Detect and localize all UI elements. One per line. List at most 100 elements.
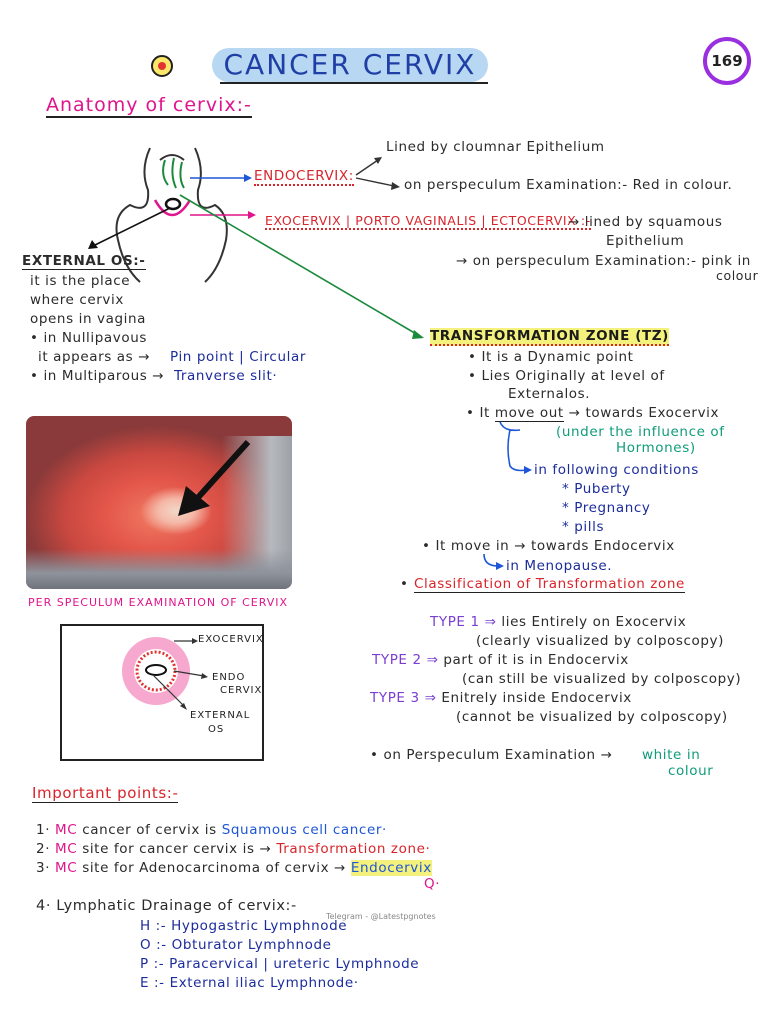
endocervix-note-exam: on perspeculum Examination:- Red in colo… (404, 177, 733, 193)
point-text: cancer of cervix is (82, 822, 217, 838)
tz-menopause: in Menopause. (506, 558, 613, 574)
exocervix-label: EXOCERVIX | PORTO VAGINALIS | ECTOCERVIX… (265, 213, 591, 230)
multiparous-line: • in Multiparous → (30, 368, 165, 384)
tz-type-text: part of it is in Endocervix (443, 652, 629, 668)
point-answer: Transformation zone· (276, 841, 431, 857)
tz-move-out: move out (494, 405, 564, 422)
tz-it: • It (466, 405, 490, 421)
lymph-value: Hypogastric Lymphnode (171, 918, 348, 934)
point-number: 1· (36, 822, 51, 838)
important-point: 2· MC site for cancer cervix is → Transf… (36, 841, 430, 857)
black-arrow-icon (178, 439, 251, 516)
diagram-label-external: EXTERNAL (190, 710, 251, 721)
point-mc: MC (55, 822, 78, 838)
tz-type-arrow: ⇒ (426, 652, 439, 668)
tz-hormone-note: (under the influence of (556, 424, 725, 440)
cervix-anatomy-sketch (88, 147, 424, 339)
exocervix-note-epithelium: Epithelium (606, 233, 685, 249)
diagram-label-os: OS (208, 724, 225, 735)
tz-condition: * pills (562, 519, 605, 535)
lymph-value: Obturator Lymphnode (171, 937, 332, 953)
exocervix-note-colour: colour (716, 268, 759, 283)
tz-type-1: TYPE 1 ⇒ lies Entirely on Exocervix (430, 614, 686, 630)
external-os-line: where cervix (30, 292, 124, 308)
important-point: 3· MC site for Adenocarcinoma of cervix … (36, 860, 432, 876)
multiparous-shape: Tranverse slit· (174, 368, 278, 384)
lymph-value: External iliac Lymphnode· (169, 975, 359, 991)
external-os-line: it is the place (30, 273, 131, 289)
point-text: site for Adenocarcinoma of cervix → (82, 860, 346, 876)
anatomy-heading: Anatomy of cervix:- (46, 94, 252, 118)
watermark: Telegram - @Latestpgnotes (326, 912, 436, 921)
external-os-line: opens in vagina (30, 311, 147, 327)
tz-type-label: TYPE 3 (370, 690, 420, 706)
title-underline (220, 82, 488, 84)
point-answer: Endocervix (350, 860, 432, 876)
speculum-blade-bottom (26, 549, 292, 589)
lymph-key: H :- (140, 918, 167, 934)
tz-point: • It is a Dynamic point (468, 349, 634, 365)
tz-type-note: (cannot be visualized by colposcopy) (456, 709, 728, 725)
tz-type-label: TYPE 1 (430, 614, 480, 630)
tz-type-2: TYPE 2 ⇒ part of it is in Endocervix (372, 652, 629, 668)
cervix-diagram-box: EXOCERVIX ENDO CERVIX EXTERNAL OS (60, 624, 264, 761)
lymph-key: O :- (140, 937, 167, 953)
exocervix-note-squamous: → lined by squamous (568, 214, 723, 230)
photo-caption: PER SPECULUM EXAMINATION OF CERVIX (28, 596, 289, 609)
tz-type-note: (clearly visualized by colposcopy) (476, 633, 725, 649)
page-title: CANCER CERVIX (212, 48, 488, 82)
tz-point: • Lies Originally at level of (468, 368, 665, 384)
tz-type-3: TYPE 3 ⇒ Enitrely inside Endocervix (370, 690, 632, 706)
lymph-value: Paracervical | ureteric Lymphnode (169, 956, 420, 972)
nulliparous-appears: it appears as → (38, 349, 151, 365)
lymph-key: E :- (140, 975, 165, 991)
lymph-item: E :- External iliac Lymphnode· (140, 975, 359, 991)
tz-type-note: (can still be visualized by colposcopy) (462, 671, 742, 687)
point-number: 2· (36, 841, 51, 857)
diagram-label-cervix: CERVIX (220, 685, 263, 696)
diagram-label-endo: ENDO (212, 672, 246, 683)
tz-type-arrow: ⇒ (424, 690, 437, 706)
classification-heading: Classification of Transformation zone (414, 576, 685, 593)
nulliparous-shape: Pin point | Circular (170, 349, 306, 365)
tz-white-colour: colour (668, 763, 714, 779)
point-text: site for cancer cervix is → (82, 841, 272, 857)
lymph-item: H :- Hypogastric Lymphnode (140, 918, 347, 934)
tz-hormone-note: Hormones) (616, 440, 696, 456)
bracket-arrow-icon (499, 421, 532, 474)
lymph-item: P :- Paracervical | ureteric Lymphnode (140, 956, 419, 972)
point-mc: MC (55, 860, 78, 876)
tz-move-in: • It move in → towards Endocervix (422, 538, 675, 554)
point-number: 3· (36, 860, 51, 876)
point-mc: MC (55, 841, 78, 857)
lymph-key: P :- (140, 956, 165, 972)
external-os-heading: EXTERNAL OS:- (22, 253, 146, 270)
tz-conditions-heading: in following conditions (534, 462, 699, 478)
tz-type-text: lies Entirely on Exocervix (501, 614, 687, 630)
speculum-exam-photo (26, 416, 292, 589)
endocervix-note-epithelium: Lined by cloumnar Epithelium (386, 139, 605, 155)
classification-bullet: • (400, 576, 409, 592)
endocervix-label: ENDOCERVIX: (254, 168, 354, 186)
point-answer: Squamous cell cancer· (221, 822, 387, 838)
diagram-label-exocervix: EXOCERVIX (198, 634, 264, 645)
tz-condition: * Puberty (562, 481, 631, 497)
important-heading: Important points:- (32, 784, 179, 803)
tz-heading: TRANSFORMATION ZONE (TZ) (430, 328, 669, 346)
question-mark-label: Q· (424, 876, 441, 892)
exocervix-note-exam: → on perspeculum Examination:- pink in (456, 253, 751, 269)
important-point: 1· MC cancer of cervix is Squamous cell … (36, 822, 387, 838)
tz-perspeculum: • on Perspeculum Examination → (370, 747, 613, 763)
tz-white: white in (642, 747, 701, 763)
tz-condition: * Pregnancy (562, 500, 651, 516)
bullet-icon (151, 55, 173, 77)
tz-type-label: TYPE 2 (372, 652, 422, 668)
tz-type-arrow: ⇒ (484, 614, 497, 630)
nulliparous-line: • in Nullipavous (30, 330, 148, 346)
page-number: 169 (703, 37, 751, 85)
tz-point-cont: Externalos. (508, 386, 591, 402)
tz-point: • It move out → towards Exocervix (466, 405, 720, 422)
lymph-item: O :- Obturator Lymphnode (140, 937, 332, 953)
tz-towards-exo: → towards Exocervix (568, 405, 720, 421)
cervix-rings-diagram (122, 637, 208, 710)
